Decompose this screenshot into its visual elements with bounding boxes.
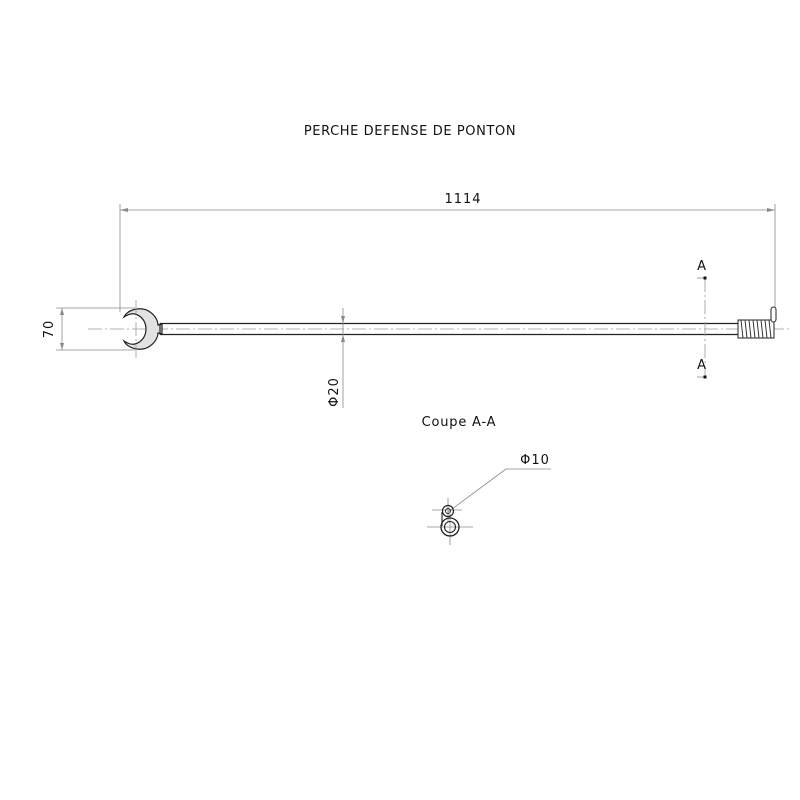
coil-end: [737, 306, 777, 339]
overall-length-label: 1114: [444, 192, 481, 207]
drawing-title: PERCHE DEFENSE DE PONTON: [304, 124, 516, 139]
section-mark-bottom: A: [697, 358, 707, 373]
fork-head: [122, 300, 163, 358]
section-diameter-label: Φ10: [520, 453, 550, 468]
overall-length-dimension: 1114: [119, 192, 776, 312]
fork-height-label: 70: [42, 320, 57, 339]
tube-diameter-dimension: Φ20: [327, 308, 345, 408]
section-mark-top: A: [697, 259, 707, 274]
section-view: Φ10: [427, 453, 551, 545]
section-label: Coupe A-A: [422, 415, 497, 430]
fork-height-dimension: 70: [42, 307, 135, 351]
tube: [159, 322, 740, 336]
section-cut-line: A A: [697, 259, 707, 379]
tube-diameter-label: Φ20: [327, 377, 342, 407]
